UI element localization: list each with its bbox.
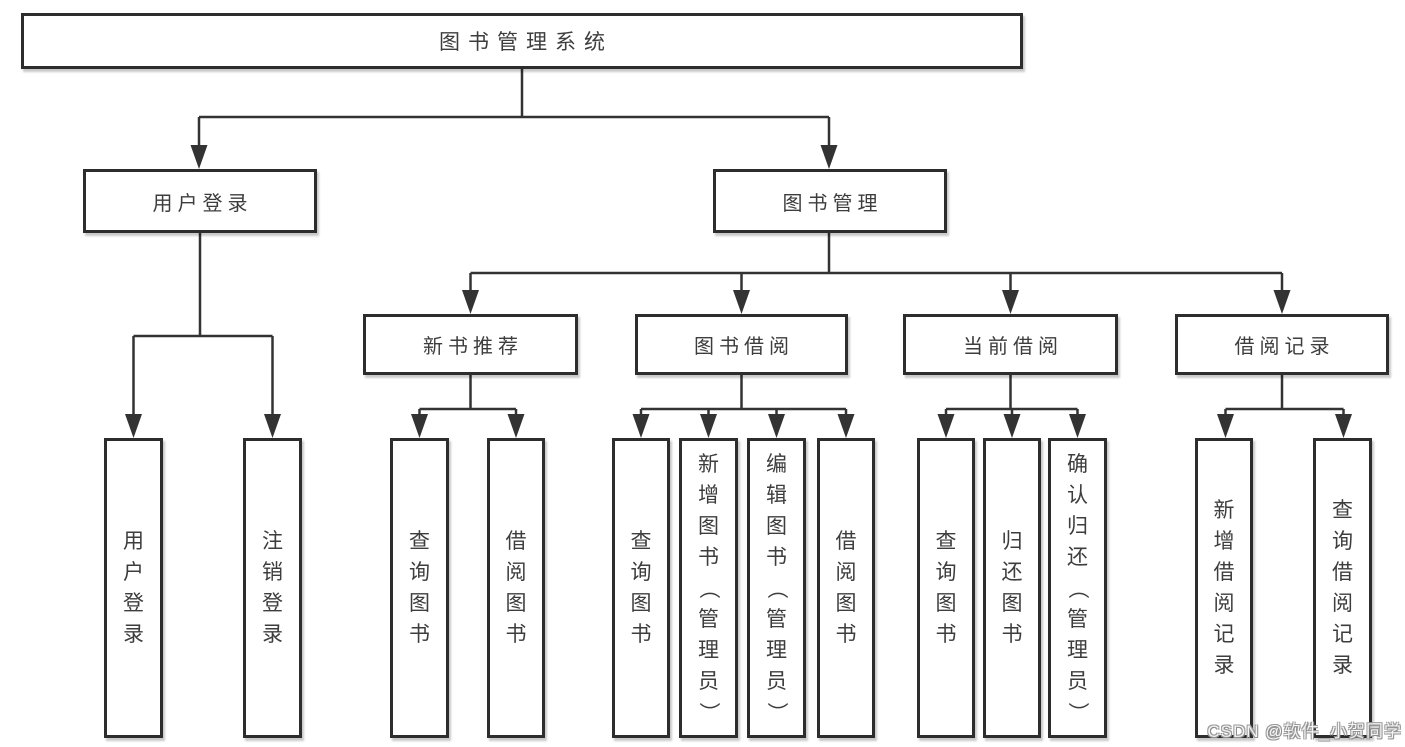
csdn-watermark: CSDN @软件_小贺同学 <box>1207 722 1402 741</box>
leaf-borrowing-borrow-books: 借阅图书 <box>817 438 875 738</box>
leaf-borrowing-add-books-admin: 新增图书（管理员） <box>679 438 738 738</box>
node-current-borrowing: 当前借阅 <box>903 314 1118 375</box>
node-book-management: 图书管理 <box>713 169 947 233</box>
leaf-current-query-books: 查询图书 <box>917 438 975 738</box>
leaf-borrowing-query-books: 查询图书 <box>612 438 670 738</box>
node-new-book-recommendation: 新书推荐 <box>363 314 578 375</box>
leaf-logout: 注销登录 <box>243 438 302 738</box>
node-library-management-system: 图书管理系统 <box>21 13 1023 69</box>
leaf-current-return-books: 归还图书 <box>983 438 1041 738</box>
node-book-borrowing: 图书借阅 <box>635 314 848 375</box>
leaf-newbook-query-books: 查询图书 <box>390 438 449 738</box>
leaf-borrowing-edit-books-admin: 编辑图书（管理员） <box>747 438 806 738</box>
leaf-newbook-borrow-books: 借阅图书 <box>487 438 545 738</box>
node-borrowing-records: 借阅记录 <box>1175 314 1389 375</box>
node-user-login: 用户登录 <box>83 169 317 233</box>
leaf-user-login: 用户登录 <box>104 438 163 738</box>
leaf-records-add-borrow-record: 新增借阅记录 <box>1195 438 1253 738</box>
leaf-current-confirm-return-admin: 确认归还（管理员） <box>1048 438 1107 738</box>
leaf-records-query-borrow-record: 查询借阅记录 <box>1313 438 1372 738</box>
